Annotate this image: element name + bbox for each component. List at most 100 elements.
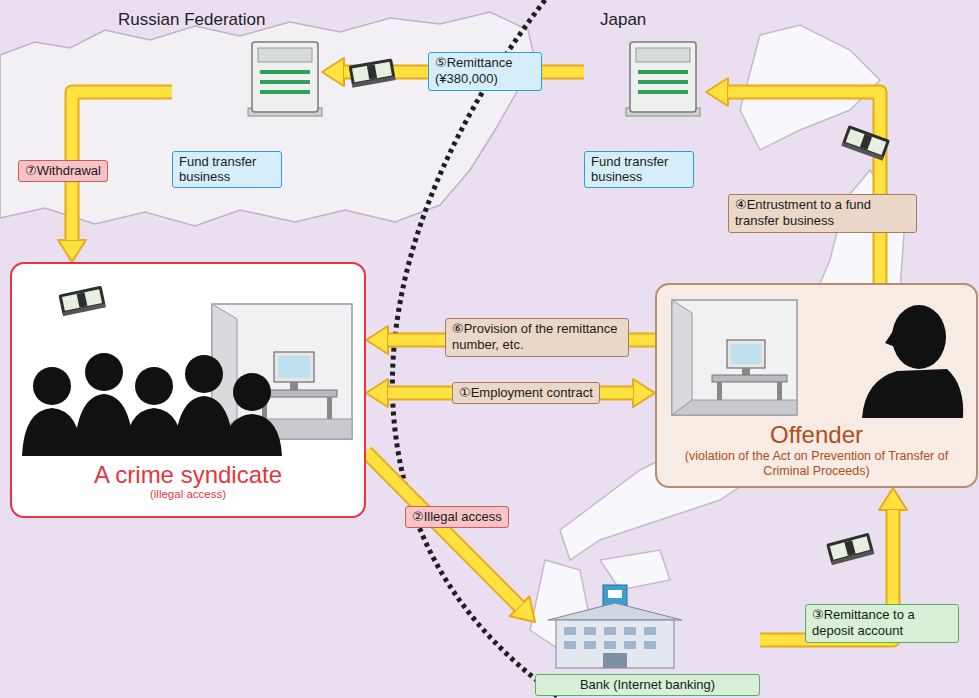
- people-silhouettes: [233, 373, 271, 411]
- bank-building: [603, 653, 627, 668]
- people-silhouettes: [22, 408, 82, 456]
- arrow-outline: [366, 452, 520, 606]
- group-note: (illegal access): [150, 488, 226, 502]
- bank-building: [556, 620, 674, 668]
- russia-map: [0, 12, 535, 226]
- fund-transfer-label: Fund transfer business: [584, 151, 694, 188]
- bank-building: [624, 641, 636, 649]
- offender-room: [727, 340, 765, 368]
- arrow-outline: [728, 92, 880, 283]
- fund-transfer-icon: [638, 90, 688, 94]
- step-label: ④Entrustment to a fund transfer business: [728, 194, 917, 233]
- bank-building: [584, 627, 596, 635]
- money-bundle: [831, 550, 875, 565]
- money-bundle: [352, 76, 396, 88]
- offender-room: [777, 382, 782, 400]
- fund-transfer-icon: [626, 42, 700, 116]
- offender-room: [672, 300, 692, 415]
- hacker-room: [278, 356, 310, 378]
- offender-silhouette: [885, 331, 895, 347]
- people-silhouettes: [222, 414, 282, 456]
- offender-box: Offender(violation of the Act on Prevent…: [655, 283, 978, 488]
- step-label: ⑥Provision of the remittance number, etc…: [445, 318, 629, 357]
- offender-room: [717, 382, 722, 400]
- arrow-head: [58, 240, 86, 262]
- offender-silhouette: [862, 305, 963, 418]
- bank-building: [608, 590, 622, 598]
- hacker-room: [212, 304, 352, 439]
- money-bundle: [62, 303, 106, 316]
- bank-building: [644, 627, 656, 635]
- map-label: Japan: [600, 10, 646, 30]
- people-silhouettes: [135, 367, 173, 405]
- flow-arrow: [366, 379, 655, 407]
- fund-transfer-node: Fund transfer business: [172, 38, 322, 188]
- step-label: ②Illegal access: [405, 506, 509, 528]
- fund-transfer-icon: [260, 80, 310, 84]
- offender-silhouette: [892, 305, 946, 369]
- bank-building: [564, 627, 576, 635]
- offender-silhouette: [862, 369, 963, 418]
- arrow-body: [728, 92, 880, 283]
- map-label: Russian Federation: [118, 10, 265, 30]
- fund-transfer-node: Fund transfer business: [584, 38, 706, 188]
- bank-node: Bank (Internet banking): [535, 582, 760, 696]
- offender-room: [742, 368, 750, 375]
- offender-room: [672, 400, 797, 415]
- fund-transfer-icon: [258, 48, 312, 62]
- offender-room: [731, 344, 761, 364]
- japan-map: [600, 550, 670, 590]
- step-label: ⑤Remittance (¥380,000): [428, 52, 542, 91]
- arrow-head: [706, 78, 728, 106]
- arrow-head: [366, 326, 388, 354]
- hacker-room: [274, 352, 314, 382]
- person-title: Offender: [770, 422, 863, 448]
- fund-transfer-icon: [630, 42, 696, 112]
- step-label: ⑦Withdrawal: [18, 160, 108, 182]
- fund-transfer-icon: [248, 42, 322, 116]
- arrow-body: [366, 452, 520, 606]
- russia-map: [0, 12, 535, 226]
- bank-building: [564, 641, 576, 649]
- flow-arrow: [366, 452, 535, 622]
- money-bundle: [860, 134, 872, 150]
- fund-transfer-label: Fund transfer business: [172, 151, 282, 188]
- money-bundle: [349, 58, 396, 87]
- people-silhouettes: [22, 353, 282, 456]
- bank-building: [624, 627, 636, 635]
- person-note: (violation of the Act on Prevention of T…: [665, 449, 968, 480]
- group-title: A crime syndicate: [94, 462, 282, 488]
- money-bundle: [367, 64, 377, 79]
- fund-transfer-icon: [638, 80, 688, 84]
- bank-building: [604, 641, 616, 649]
- syndicate-box: A crime syndicate(illegal access): [10, 262, 366, 518]
- arrow-head: [633, 379, 655, 407]
- offender-room: [672, 300, 797, 415]
- bank-building: [604, 627, 616, 635]
- bank-label: Bank (Internet banking): [535, 674, 760, 696]
- bank-building: [548, 585, 682, 668]
- money-bundle: [841, 125, 890, 161]
- bank-building: [644, 641, 656, 649]
- fund-transfer-icon: [252, 42, 318, 112]
- offender-room: [712, 375, 787, 382]
- fund-transfer-icon: [636, 48, 690, 62]
- bank-building: [548, 603, 682, 620]
- people-silhouettes: [33, 367, 71, 405]
- money-bundle: [58, 286, 106, 317]
- step-label: ③Remittance to a deposit account: [805, 604, 959, 643]
- money-bundle: [841, 142, 884, 161]
- arrow-head: [322, 58, 344, 86]
- arrow-head: [879, 488, 907, 510]
- money-bundle: [77, 292, 88, 307]
- offender-room: [672, 300, 797, 415]
- flow-arrow: [706, 78, 880, 283]
- fund-transfer-icon: [638, 70, 688, 74]
- money-bundle: [844, 540, 855, 556]
- money-bundle: [826, 533, 874, 566]
- fund-transfer-icon: [260, 90, 310, 94]
- hacker-room: [290, 382, 298, 390]
- hacker-room: [327, 397, 332, 419]
- fund-transfer-icon: [260, 70, 310, 74]
